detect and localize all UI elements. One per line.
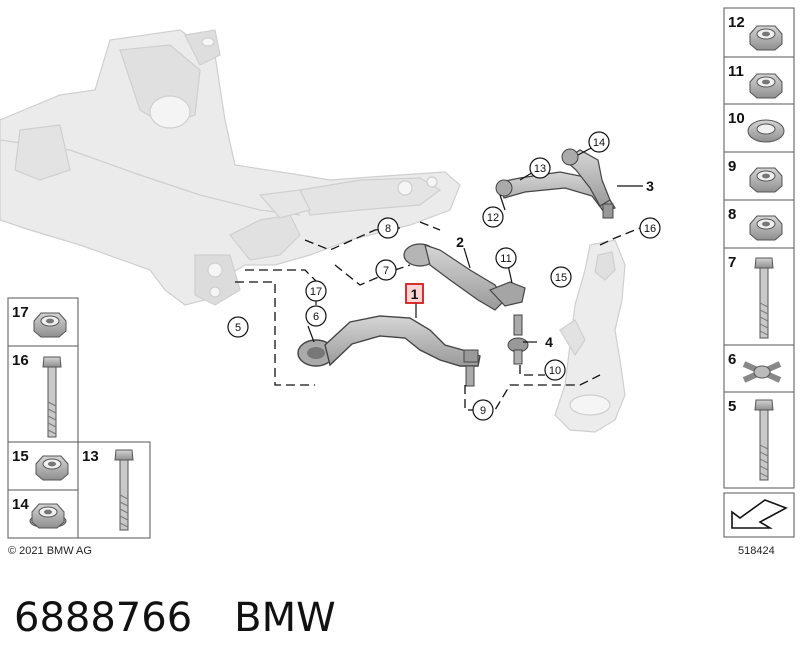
callout-15: 15 — [550, 266, 572, 288]
cell-9: 9 — [728, 158, 736, 175]
brand-name: BMW — [234, 595, 336, 641]
right-fastener-column: 12 11 10 9 8 7 6 5 — [723, 7, 795, 538]
callout-7: 7 — [375, 259, 397, 281]
svg-text:17: 17 — [310, 286, 322, 298]
svg-text:7: 7 — [383, 265, 389, 277]
label-2: 2 — [456, 234, 464, 250]
callout-1-highlight: 1 — [405, 283, 424, 304]
cell-8: 8 — [728, 206, 736, 223]
callout-17: 17 — [305, 280, 327, 302]
cell-14: 14 — [12, 496, 29, 513]
svg-text:10: 10 — [549, 365, 561, 377]
cell-15: 15 — [12, 448, 29, 465]
link-4 — [507, 314, 529, 365]
callout-5: 5 — [227, 316, 249, 338]
upper-wishbone — [495, 148, 616, 219]
lower-arm-2 — [403, 243, 526, 311]
wishbone-1 — [297, 315, 481, 387]
callout-14: 14 — [588, 131, 610, 153]
cell-10: 10 — [728, 110, 745, 127]
left-fastener-table: 17 16 15 13 14 — [7, 297, 151, 539]
diagram-number: 518424 — [738, 545, 775, 557]
front-subframe — [0, 29, 461, 306]
svg-text:5: 5 — [235, 322, 241, 334]
svg-text:15: 15 — [555, 272, 567, 284]
wheel-carrier — [554, 239, 626, 433]
svg-text:1: 1 — [411, 286, 419, 302]
direction-arrow-icon — [731, 499, 788, 529]
callout-6: 6 — [305, 305, 327, 327]
svg-text:12: 12 — [487, 212, 499, 224]
svg-text:11: 11 — [500, 253, 511, 265]
label-4: 4 — [545, 334, 553, 350]
svg-text:9: 9 — [480, 405, 486, 417]
cell-7: 7 — [728, 254, 736, 271]
copyright: © 2021 BMW AG — [8, 545, 92, 557]
cell-13: 13 — [82, 448, 99, 465]
cell-6: 6 — [728, 351, 736, 368]
part-number: 6888766 — [14, 595, 193, 641]
cell-17: 17 — [12, 304, 29, 321]
callout-12: 12 — [482, 206, 504, 228]
callouts: 8 7 11 13 14 12 16 15 17 6 5 10 9 — [227, 131, 661, 421]
callout-11: 11 — [495, 247, 517, 269]
callout-10: 10 — [544, 359, 566, 381]
cell-11: 11 — [728, 63, 744, 80]
cell-16: 16 — [12, 352, 29, 369]
label-3: 3 — [646, 178, 654, 194]
svg-text:8: 8 — [385, 223, 391, 235]
callout-13: 13 — [529, 157, 551, 179]
cell-5: 5 — [728, 398, 736, 415]
svg-text:13: 13 — [534, 163, 546, 175]
callout-16: 16 — [639, 217, 661, 239]
callout-9: 9 — [472, 399, 494, 421]
svg-text:6: 6 — [313, 311, 319, 323]
footer: 6888766 BMW — [14, 588, 336, 648]
cell-12: 12 — [728, 14, 745, 31]
svg-text:14: 14 — [593, 137, 605, 149]
svg-text:16: 16 — [644, 223, 656, 235]
callout-8: 8 — [377, 217, 399, 239]
